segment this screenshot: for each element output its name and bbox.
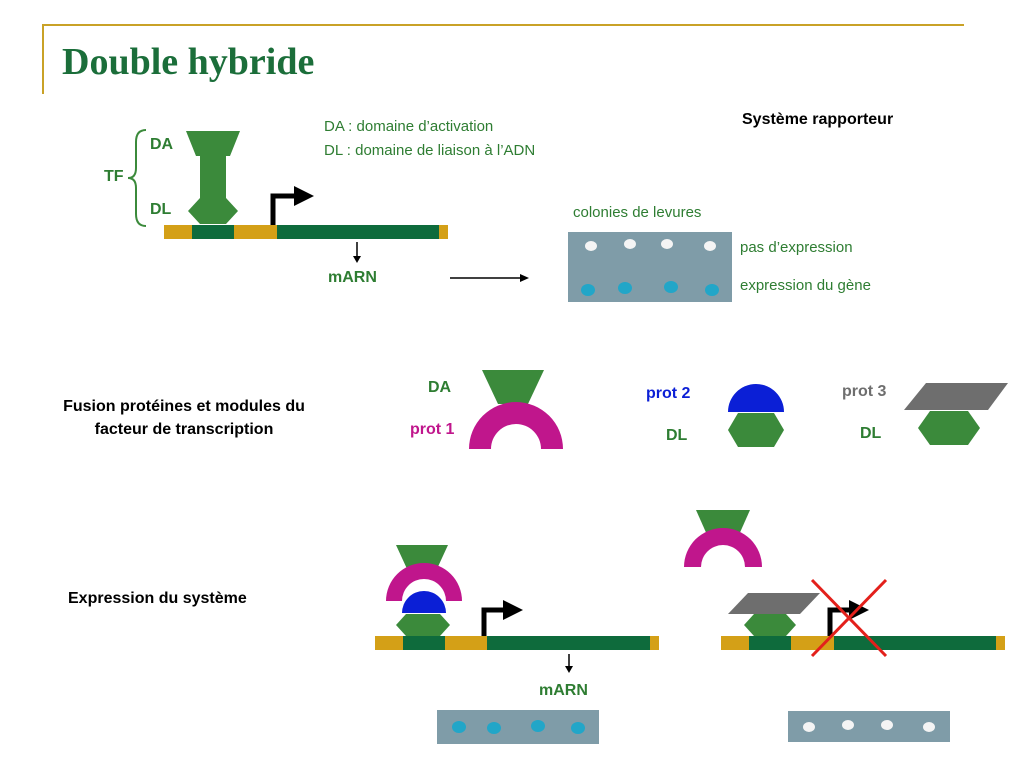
prot2-dome (728, 384, 784, 412)
prot1-arc-free (684, 528, 762, 567)
fusion-label-line2: facteur de transcription (94, 421, 274, 438)
dl-label-top: DL (150, 201, 172, 218)
tf-activation-domain (186, 131, 240, 156)
white-colony (923, 722, 935, 732)
promoter-arrow-bottom-right (827, 607, 852, 636)
prot3-plate-bottom (728, 593, 820, 614)
tf-binding-domain (188, 198, 238, 224)
dl-module-prot3 (918, 411, 980, 445)
title-rule-left (42, 24, 44, 94)
prot2-dome-bottom (402, 591, 446, 613)
dl-label-prot3: DL (860, 425, 882, 442)
reporter-white-colonies (585, 239, 716, 251)
dl-label-prot2: DL (666, 427, 688, 444)
prot3-label: prot 3 (842, 383, 887, 400)
blue-colony (664, 281, 678, 293)
bottom-left-blue-colonies (452, 720, 585, 734)
dna-top-binding-site (192, 225, 234, 239)
marn-label-bottom: mARN (539, 682, 588, 699)
promoter-arrow-top (270, 193, 298, 225)
page-title: Double hybride (62, 41, 315, 83)
marn-label-top: mARN (328, 269, 377, 286)
no-expression-label: pas d’expression (740, 239, 853, 256)
promoter-arrowhead-top (294, 186, 314, 206)
expression-system-label: Expression du système (68, 590, 247, 607)
blue-colony (452, 721, 466, 733)
blue-colony (581, 284, 595, 296)
promoter-arrow-bottom-left (481, 607, 506, 636)
marn-arrowhead-bottom (565, 666, 573, 673)
blue-colony (487, 722, 501, 734)
expression-label: expression du gène (740, 277, 871, 294)
title-rule-top (42, 24, 964, 26)
blue-colony (705, 284, 719, 296)
dna-bottom-left-gene (487, 636, 650, 650)
fusion-label-line1: Fusion protéines et modules du (63, 398, 305, 415)
tf-linker (200, 155, 226, 200)
bottom-right-white-colonies (803, 720, 935, 732)
arrowhead-to-reporter (520, 274, 529, 282)
reporter-blue-colonies (581, 281, 719, 296)
prot2-label: prot 2 (646, 385, 691, 402)
da-module-bottom (396, 545, 448, 571)
marn-arrowhead-top (353, 256, 361, 263)
dl-module-prot2 (728, 413, 784, 447)
da-module-free (696, 510, 750, 537)
blue-colony (571, 722, 585, 734)
dna-bottom-right-binding-site (749, 636, 791, 650)
blue-colony (531, 720, 545, 732)
promoter-arrowhead-bottom-left (503, 600, 523, 620)
colonies-label: colonies de levures (573, 204, 702, 221)
reporter-title: Système rapporteur (742, 111, 894, 128)
plate-bottom-right (788, 711, 950, 742)
da-label-mid: DA (428, 379, 452, 396)
dna-bottom-left-binding-site (403, 636, 445, 650)
prot1-label: prot 1 (410, 421, 455, 438)
dna-bottom-right-gene (834, 636, 996, 650)
tf-label: TF (104, 168, 124, 185)
red-cross-icon (810, 578, 888, 658)
prot3-plate (904, 383, 1008, 410)
dl-module-bottom (396, 614, 450, 636)
white-colony (624, 239, 636, 249)
legend-dl: DL : domaine de liaison à l’ADN (324, 142, 536, 159)
white-colony (803, 722, 815, 732)
white-colony (704, 241, 716, 251)
prot1-arc-bottom (386, 563, 462, 601)
white-colony (842, 720, 854, 730)
da-module-mid (482, 370, 544, 404)
white-colony (881, 720, 893, 730)
dna-top-gene (277, 225, 439, 239)
white-colony (661, 239, 673, 249)
da-label-top: DA (150, 136, 174, 153)
white-colony (585, 241, 597, 251)
tf-brace (127, 129, 147, 227)
blue-colony (618, 282, 632, 294)
dl-module-bottom-right (744, 614, 796, 636)
legend-da: DA : domaine d’activation (324, 118, 494, 135)
prot1-arc (469, 402, 563, 449)
